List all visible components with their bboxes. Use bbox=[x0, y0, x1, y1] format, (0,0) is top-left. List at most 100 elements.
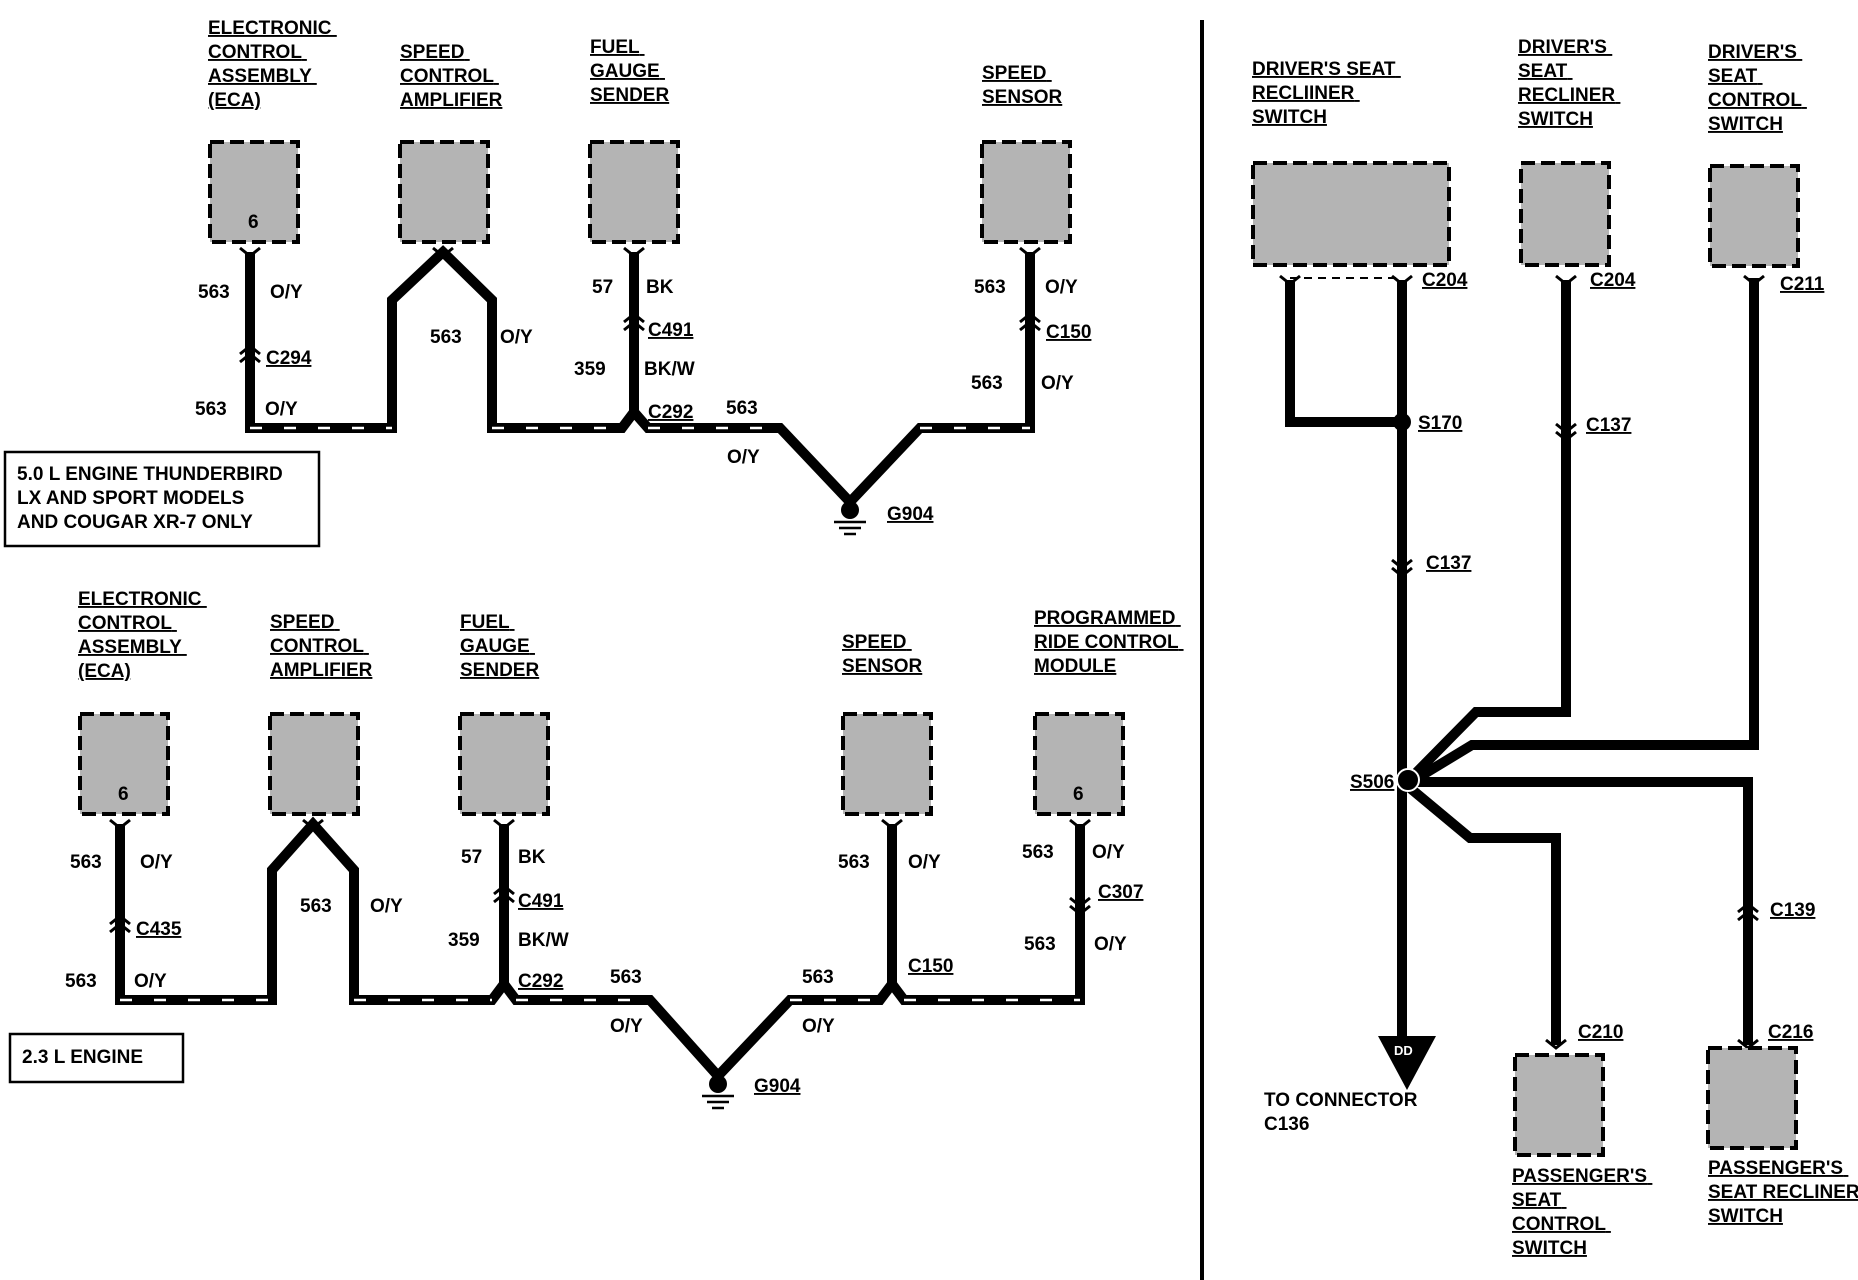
top-fuel-upper-num: 57 bbox=[592, 277, 613, 298]
top-fuel-box bbox=[588, 140, 680, 244]
bottom-sensor-label: SPEED SENSOR bbox=[842, 632, 923, 677]
bottom-c491: C491 bbox=[518, 891, 564, 912]
bottom-fuel-label: FUEL GAUGE SENDER bbox=[460, 612, 539, 681]
bottom-ground-dot bbox=[709, 1075, 727, 1093]
top-eca-lower-num: 563 bbox=[195, 399, 227, 420]
bottom-eca-upper-num: 563 bbox=[70, 852, 102, 873]
top-sensor-lower-color: O/Y bbox=[1041, 373, 1074, 394]
bottom-fuel-upper-num: 57 bbox=[461, 847, 482, 868]
right-s170-dot bbox=[1393, 413, 1411, 431]
right-to-connector: TO CONNECTOR C136 bbox=[1264, 1090, 1423, 1135]
bottom-c435: C435 bbox=[136, 919, 182, 940]
top-sensor-lower-num: 563 bbox=[971, 373, 1003, 394]
bottom-eca-label: ELECTRONIC CONTROL ASSEMBLY (ECA) bbox=[78, 589, 207, 682]
top-amp-label: SPEED CONTROL AMPLIFIER bbox=[400, 42, 503, 111]
bottom-c150: C150 bbox=[908, 956, 953, 977]
bottom-right-num: 563 bbox=[802, 967, 834, 988]
right-section: DRIVER'S SEAT RECLIINER SWITCH DRIVER'S … bbox=[1251, 37, 1858, 1259]
bottom-sensor-num: 563 bbox=[838, 852, 870, 873]
right-seat-recliner-label: DRIVER'S SEAT RECLINER SWITCH bbox=[1518, 37, 1620, 130]
right-c137b: C137 bbox=[1586, 415, 1631, 436]
top-eca-lower-color: O/Y bbox=[265, 399, 298, 420]
bottom-ride-pin: 6 bbox=[1073, 784, 1084, 805]
bottom-fuel-box bbox=[458, 712, 550, 816]
top-amp-num: 563 bbox=[430, 327, 462, 348]
top-c491: C491 bbox=[648, 320, 694, 341]
right-c210: C210 bbox=[1578, 1022, 1623, 1043]
bottom-right-color: O/Y bbox=[802, 1016, 835, 1037]
right-pass-recliner-box bbox=[1706, 1046, 1798, 1150]
right-wire-pass-control bbox=[1406, 784, 1561, 1045]
top-c294: C294 bbox=[266, 348, 312, 369]
bottom-eca-pin: 6 bbox=[118, 784, 129, 805]
top-eca-pin: 6 bbox=[248, 212, 259, 233]
right-pass-control-box bbox=[1513, 1053, 1605, 1157]
bottom-section: ELECTRONIC CONTROL ASSEMBLY (ECA) SPEED … bbox=[8, 589, 1184, 1110]
right-pass-control-label: PASSENGER'S SEAT CONTROL SWITCH bbox=[1512, 1166, 1652, 1259]
bottom-sensor-box bbox=[841, 712, 933, 816]
top-main-num: 563 bbox=[726, 398, 758, 419]
top-fuel-lower-num: 359 bbox=[574, 359, 606, 380]
bottom-amp-color: O/Y bbox=[370, 896, 403, 917]
top-connector-marks bbox=[239, 246, 1041, 364]
bottom-c307: C307 bbox=[1098, 882, 1143, 903]
bottom-ride-lower-color: O/Y bbox=[1094, 934, 1127, 955]
top-section: ELECTRONIC CONTROL ASSEMBLY (ECA) SPEED … bbox=[3, 18, 1091, 548]
bottom-ride-lower-num: 563 bbox=[1024, 934, 1056, 955]
right-recliner-label: DRIVER'S SEAT RECLIINER SWITCH bbox=[1252, 59, 1401, 128]
top-sensor-upper-color: O/Y bbox=[1045, 277, 1078, 298]
bottom-note: 2.3 L ENGINE bbox=[22, 1047, 143, 1068]
top-amp-color: O/Y bbox=[500, 327, 533, 348]
top-eca-upper-num: 563 bbox=[198, 282, 230, 303]
top-ground-label: G904 bbox=[887, 504, 934, 525]
right-c139: C139 bbox=[1770, 900, 1815, 921]
bottom-eca-box bbox=[78, 712, 170, 816]
right-c137a: C137 bbox=[1426, 553, 1471, 574]
bottom-sensor-color: O/Y bbox=[908, 852, 941, 873]
bottom-fuel-lower-num: 359 bbox=[448, 930, 480, 951]
bottom-eca-upper-color: O/Y bbox=[140, 852, 173, 873]
right-pass-recliner-label: PASSENGER'S SEAT RECLINER SWITCH bbox=[1708, 1158, 1858, 1227]
top-fuel-upper-color: BK bbox=[646, 277, 674, 298]
right-seat-control-box bbox=[1708, 164, 1800, 268]
bottom-ride-box bbox=[1033, 712, 1125, 816]
right-wire-recliner-loop bbox=[1285, 280, 1402, 427]
top-eca-box bbox=[208, 140, 300, 244]
bottom-fuel-lower-color: BK/W bbox=[518, 930, 569, 951]
bottom-ride-label: PROGRAMMED RIDE CONTROL MODULE bbox=[1034, 608, 1184, 677]
top-sensor-box bbox=[980, 140, 1072, 244]
top-note-box bbox=[3, 450, 321, 548]
bottom-amp-num: 563 bbox=[300, 896, 332, 917]
bottom-left-num: 563 bbox=[610, 967, 642, 988]
top-eca-upper-color: O/Y bbox=[270, 282, 303, 303]
bottom-amp-label: SPEED CONTROL AMPLIFIER bbox=[270, 612, 373, 681]
top-note: 5.0 L ENGINE THUNDERBIRD LX AND SPORT MO… bbox=[17, 464, 288, 533]
top-sensor-upper-num: 563 bbox=[974, 277, 1006, 298]
bottom-ground-label: G904 bbox=[754, 1076, 801, 1097]
bottom-wire-main bbox=[115, 816, 1085, 1084]
top-ground-icon bbox=[834, 520, 866, 536]
right-c204b: C204 bbox=[1590, 270, 1636, 291]
top-fuel-lower-color: BK/W bbox=[644, 359, 695, 380]
right-recliner-box bbox=[1251, 161, 1451, 267]
right-wire-seat-control bbox=[1408, 278, 1759, 787]
right-c204a: C204 bbox=[1422, 270, 1468, 291]
top-fuel-label: FUEL GAUGE SENDER bbox=[590, 37, 669, 106]
bottom-amp-box bbox=[268, 712, 360, 816]
bottom-fuel-upper-color: BK bbox=[518, 847, 546, 868]
bottom-eca-lower-num: 563 bbox=[65, 971, 97, 992]
bottom-ride-upper-num: 563 bbox=[1022, 842, 1054, 863]
bottom-c292: C292 bbox=[518, 971, 563, 992]
right-c216: C216 bbox=[1768, 1022, 1813, 1043]
right-arrow-dd-label: DD bbox=[1394, 1043, 1413, 1058]
bottom-ground-icon bbox=[702, 1094, 734, 1110]
right-connector-marks bbox=[1279, 274, 1765, 1050]
right-wire-seat-recliner bbox=[1405, 280, 1571, 784]
top-eca-label: ELECTRONIC CONTROL ASSEMBLY (ECA) bbox=[208, 18, 337, 111]
bottom-note-box bbox=[8, 1032, 185, 1084]
right-seat-control-label: DRIVER'S SEAT CONTROL SWITCH bbox=[1708, 42, 1807, 135]
top-wire-eca bbox=[245, 245, 1035, 510]
right-s506-dot bbox=[1396, 768, 1420, 792]
top-c150: C150 bbox=[1046, 322, 1091, 343]
